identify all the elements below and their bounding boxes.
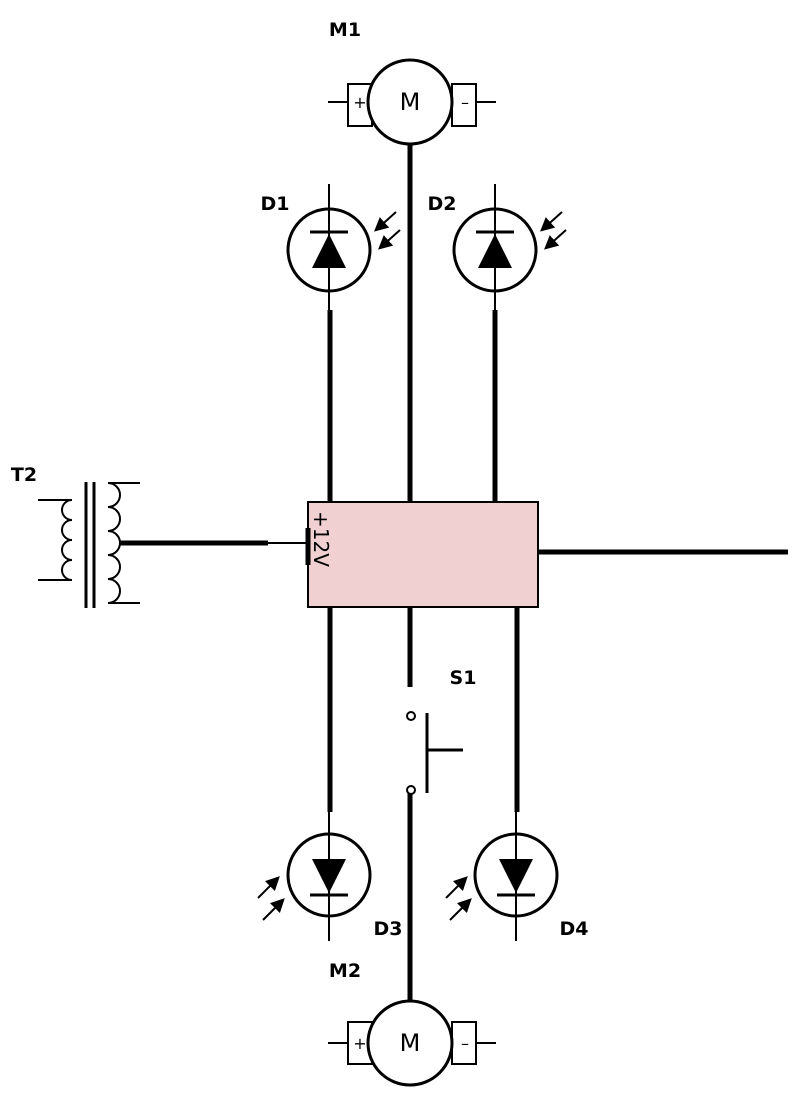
motor-icon <box>328 58 496 146</box>
motor-icon <box>328 999 496 1087</box>
photodiode-d2-label: D2 <box>428 193 457 215</box>
photodiode-icon <box>286 184 401 316</box>
motor-m2: M + – M2 <box>328 960 496 1087</box>
photodiode-d3-label: D3 <box>374 918 403 940</box>
photodiode-icon <box>257 809 372 941</box>
photodiode-icon <box>452 184 567 316</box>
transformer-t2: T2 <box>11 464 140 608</box>
ic-body <box>307 501 539 608</box>
ic-pin-label: +12V <box>309 511 333 567</box>
ic-block: +12V <box>305 501 539 608</box>
photodiode-d2: D2 <box>428 184 567 316</box>
motor-m1-symbol: M <box>400 88 421 116</box>
motor-m2-symbol: M <box>400 1029 421 1057</box>
photodiode-icon <box>445 809 559 941</box>
switch-s1: S1 <box>406 667 477 795</box>
photodiode-d4: D4 <box>445 809 589 941</box>
motor-m1: M + – M1 <box>328 19 496 146</box>
transformer-t2-label: T2 <box>11 464 37 486</box>
motor-m2-minus: – <box>461 1034 469 1053</box>
photodiode-d1: D1 <box>261 184 401 316</box>
motor-m1-label: M1 <box>329 19 361 41</box>
wires <box>120 145 788 1003</box>
pushbutton-switch-icon <box>406 711 463 795</box>
switch-s1-label: S1 <box>450 667 477 689</box>
motor-m1-plus: + <box>353 93 366 112</box>
photodiode-d4-label: D4 <box>560 918 589 940</box>
transformer-icon <box>38 482 140 608</box>
motor-m2-label: M2 <box>329 960 361 982</box>
motor-m2-plus: + <box>353 1034 366 1053</box>
photodiode-d1-label: D1 <box>261 193 290 215</box>
motor-m1-minus: – <box>461 93 469 112</box>
photodiode-d3: D3 <box>257 809 403 941</box>
